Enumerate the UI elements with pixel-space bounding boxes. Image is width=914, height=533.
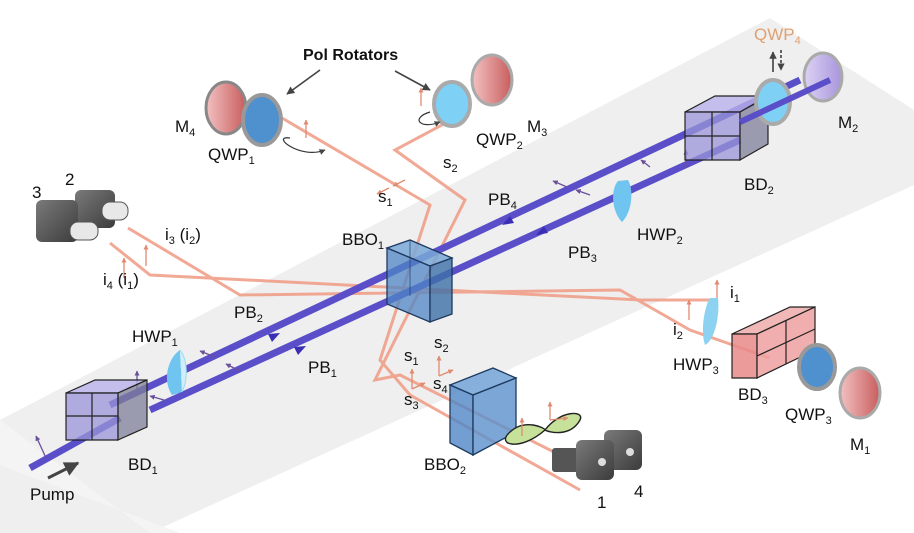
label-m1: M1	[850, 435, 870, 457]
detector-2	[75, 190, 129, 228]
phase-matching-lobes	[504, 412, 582, 445]
label-hwp2: HWP2	[637, 225, 683, 247]
qwp2-waveplate	[432, 80, 472, 128]
label-hwp3: HWP3	[673, 355, 719, 377]
label-qwp3: QWP3	[785, 405, 832, 427]
optical-table-edge	[0, 420, 180, 533]
label-det1: 1	[597, 493, 606, 512]
mirror-m2	[802, 51, 844, 103]
label-bd2: BD2	[744, 175, 774, 197]
qwp3-waveplate	[797, 343, 837, 391]
label-bbo2: BBO2	[424, 455, 466, 477]
label-det3: 3	[32, 183, 41, 202]
mirror-m1	[838, 366, 882, 420]
hwp3-waveplate	[702, 298, 719, 345]
label-i4-i1: i4 (i1)	[103, 270, 139, 292]
label-s1-bottom: s1	[404, 346, 419, 368]
label-bd3: BD3	[738, 385, 768, 407]
label-hwp1: HWP1	[132, 327, 178, 349]
label-bbo1: BBO1	[342, 230, 384, 252]
pb4-direction-arrow	[502, 216, 514, 225]
detector-1	[552, 440, 614, 480]
label-s2-top: s2	[443, 153, 458, 175]
mirror-m3	[470, 53, 514, 107]
label-pb3: PB3	[568, 243, 597, 265]
label-m4: M4	[175, 117, 195, 139]
pol-rotators-title: Pol Rotators	[303, 47, 398, 64]
bbo2-crystal	[448, 367, 518, 457]
idler-path-i3	[127, 226, 771, 360]
bbo1-crystal	[385, 239, 454, 323]
label-det2: 2	[65, 170, 74, 189]
label-s4: s4	[433, 374, 448, 396]
qwp1-waveplate	[241, 93, 283, 147]
label-pump: Pump	[30, 485, 74, 504]
hwp2-waveplate	[613, 180, 632, 222]
pump-direction-arrow	[47, 461, 80, 480]
label-s2-bottom: s2	[434, 333, 449, 355]
pol-rotator-pointers	[286, 69, 431, 95]
label-s1-top: s1	[378, 187, 393, 209]
rotation-indicators	[282, 111, 441, 155]
label-pb1: PB1	[308, 358, 337, 380]
photon-polarization-arrows	[121, 87, 720, 436]
beam-displacer-bd1	[65, 379, 148, 441]
detector-3	[36, 200, 99, 242]
label-qwp1: QWP1	[208, 145, 255, 167]
beam-displacer-bd3	[731, 306, 816, 379]
pb1-direction-arrow	[294, 346, 306, 355]
hwp1-waveplate	[166, 349, 187, 395]
label-i1: i1	[730, 283, 740, 305]
pb3-direction-arrow	[536, 226, 548, 235]
pump-to-m2-beam	[738, 77, 832, 125]
label-det4: 4	[634, 482, 643, 501]
label-pb4: PB4	[488, 190, 517, 212]
label-m3: M3	[527, 117, 547, 139]
label-qwp2: QWP2	[476, 130, 523, 152]
label-i3-i2: i3 (i2)	[165, 225, 201, 247]
mirror-m4	[204, 80, 248, 136]
label-qwp4: QWP4	[754, 25, 801, 47]
label-s3: s3	[404, 390, 419, 412]
qwp4-insert-arrows	[769, 50, 785, 72]
label-bd1: BD1	[128, 455, 158, 477]
label-m2: M2	[838, 113, 858, 135]
pb2-direction-arrow	[268, 333, 280, 342]
label-i2: i2	[673, 320, 683, 342]
label-pb2: PB2	[234, 303, 263, 325]
